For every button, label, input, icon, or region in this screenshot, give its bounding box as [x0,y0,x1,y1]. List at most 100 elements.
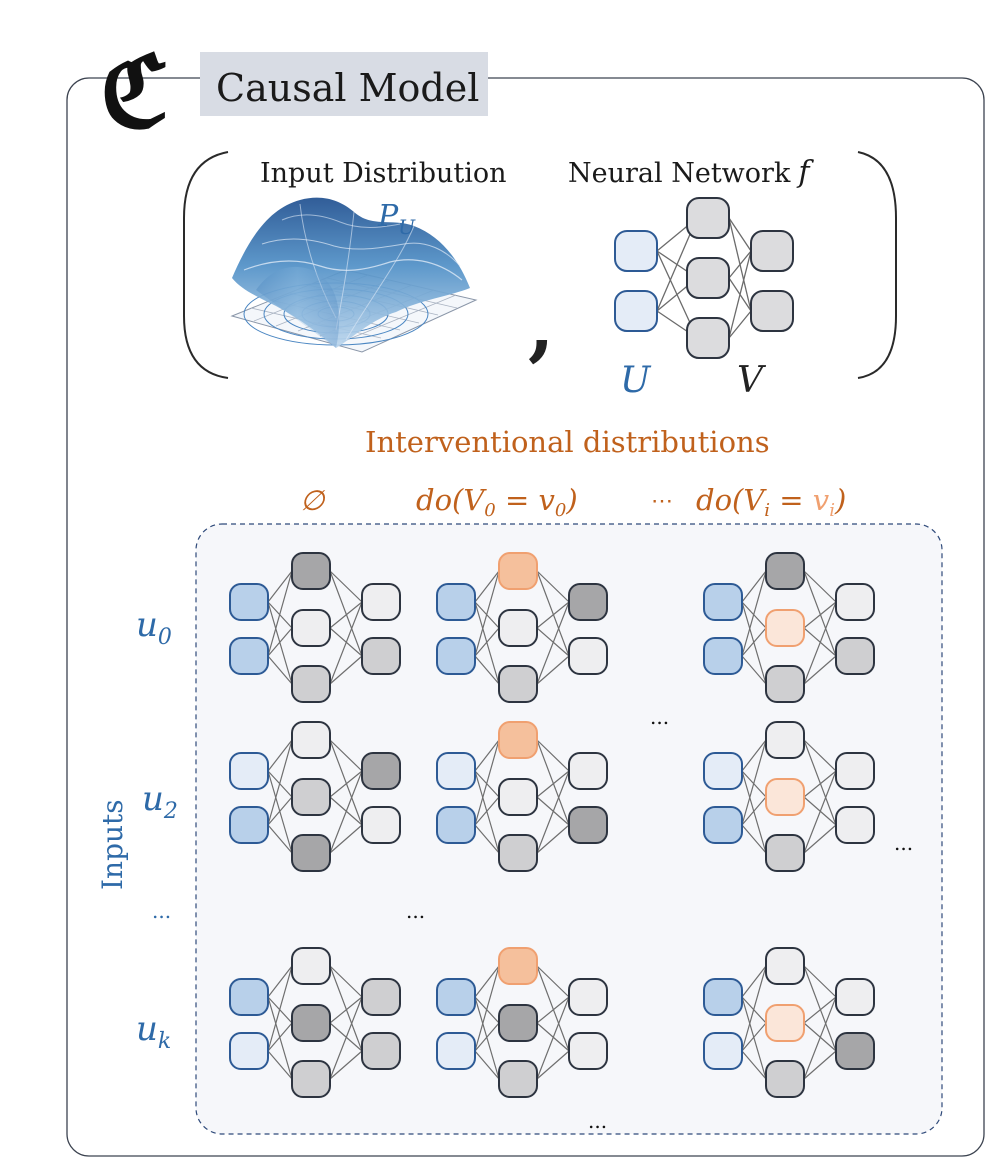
edge [267,739,293,826]
input-node [703,806,743,844]
hidden-node [498,665,538,703]
edge [536,770,570,854]
output-node [835,978,875,1016]
hidden-node [291,721,331,759]
pu-label: PU [377,199,416,239]
edge [536,601,570,685]
input-node [614,230,658,272]
edge [803,739,837,772]
edge [329,996,363,1080]
edge [329,739,363,826]
network-instance [229,947,401,1098]
hidden-node [291,778,331,816]
network-edges [267,739,363,854]
edge [329,770,363,854]
hidden-node [291,609,331,647]
network-instance [436,721,608,872]
edge [741,570,767,657]
network-edges [474,965,570,1080]
input-node [436,978,476,1016]
output-node [361,637,401,675]
hidden-node [498,609,538,647]
hidden-node [765,665,805,703]
inputs-axis-label: Inputs [96,799,129,890]
edge [536,739,570,826]
input-node [703,978,743,1016]
hidden-node [765,834,805,872]
edge [267,1050,293,1080]
output-node [750,290,794,332]
output-node [568,637,608,675]
edge [536,965,570,1052]
title-logo: ℭ [100,35,169,150]
edge [267,965,293,1052]
edge [741,996,767,1080]
input-node [436,583,476,621]
edge [267,655,293,685]
edge [267,601,293,685]
intervened-node [765,1004,805,1042]
network-edges [474,570,570,685]
edge [267,627,293,657]
input-node [229,1032,269,1070]
row-label-u2: u2 [142,779,178,824]
hidden-node [291,665,331,703]
row-label-uk: uk [136,1009,171,1054]
input-node [436,637,476,675]
hidden-node [765,552,805,590]
edge [536,1050,570,1080]
edge [536,965,570,998]
output-node [835,1032,875,1070]
hidden-node [765,947,805,985]
edge [474,739,500,772]
edge [329,655,363,685]
network-edges [474,739,570,854]
hidden-node [291,1004,331,1042]
edge [803,570,837,603]
intervention-empty-set: ∅ [300,484,326,517]
edge [741,739,767,826]
input-node [703,583,743,621]
edge [474,965,500,998]
intervention-do-v0: do(V0 = v0) [416,483,578,521]
v-symbol: V [737,360,767,401]
edge [741,824,767,854]
edge [741,1050,767,1080]
edge [329,601,363,629]
output-node [568,806,608,844]
intervened-node [498,552,538,590]
input-node [703,1032,743,1070]
output-node [361,583,401,621]
edge [536,824,570,854]
intervened-node [498,721,538,759]
edge [329,824,363,854]
edge [741,770,767,854]
network-instance [703,552,875,703]
input-node [436,806,476,844]
hidden-node [498,778,538,816]
output-node [361,978,401,1016]
edge [474,796,500,826]
edge [267,1022,293,1052]
edge [329,996,363,1024]
edge [474,655,500,685]
row-ellipsis-left: ... [152,899,171,923]
intervened-node [765,609,805,647]
edge [329,965,363,998]
edge [803,655,837,685]
distribution-surface-plot [230,197,478,353]
hidden-node [498,1060,538,1098]
hidden-node [686,197,730,239]
tuple-comma: , [528,281,554,370]
hidden-node [498,834,538,872]
output-node [568,583,608,621]
grid-ellipsis-top-right: ... [650,705,669,729]
input-node [436,752,476,790]
network-grid [229,552,875,1098]
interventional-title: Interventional distributions [365,425,770,459]
network-instance [436,552,608,703]
edge [741,739,767,772]
input-node [703,637,743,675]
network-instance [703,721,875,872]
edge [329,770,363,798]
